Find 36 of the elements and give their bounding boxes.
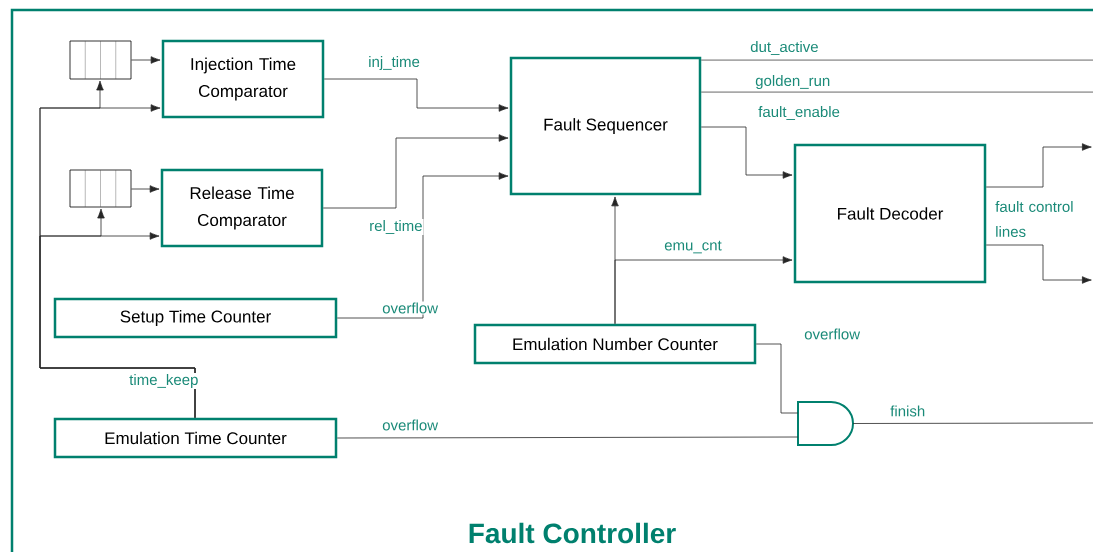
signal-line (322, 134, 509, 209)
signal-line (131, 185, 160, 193)
signal-label: golden_run (755, 75, 830, 89)
signal-line (852, 422, 1093, 424)
signal-label: fault_enable (758, 106, 840, 120)
signal-line (336, 436, 799, 439)
signal-line (985, 244, 1092, 284)
block-box: Fault Decoder (793, 143, 987, 284)
block-box: Setup Time Counter (53, 297, 338, 339)
signal-label: time_keep (129, 374, 198, 388)
block-box: Emulation Time Counter (53, 417, 338, 459)
signal-line (985, 143, 1092, 188)
signal-line (131, 56, 161, 64)
block-box: Fault Sequencer (509, 56, 702, 196)
signal-label: overflow (382, 302, 439, 314)
signal-label: inj_time (369, 56, 420, 70)
register-box (69, 40, 132, 80)
signal-line (700, 59, 1093, 61)
block-box: Injection Time Comparator (161, 39, 325, 119)
block-box: Emulation Number Counter (473, 323, 757, 365)
signal-label: dut_active (750, 41, 818, 55)
signal-label: finish (890, 405, 925, 417)
register-box (69, 169, 132, 208)
signal-line (614, 256, 793, 325)
signal-label: emu_cnt (664, 240, 722, 254)
and-gate (797, 401, 854, 446)
signal-label: overflow (804, 328, 861, 340)
block-box: Release Time Comparator (160, 168, 324, 248)
signal-label: fault control lines (995, 201, 1073, 237)
signal-line (323, 78, 509, 112)
signal-line (336, 172, 509, 319)
signal-line (755, 343, 799, 414)
signal-label: rel_time (370, 220, 422, 234)
signal-line (700, 91, 1093, 93)
signal-line (700, 126, 793, 179)
signal-label: overflow (382, 419, 439, 431)
